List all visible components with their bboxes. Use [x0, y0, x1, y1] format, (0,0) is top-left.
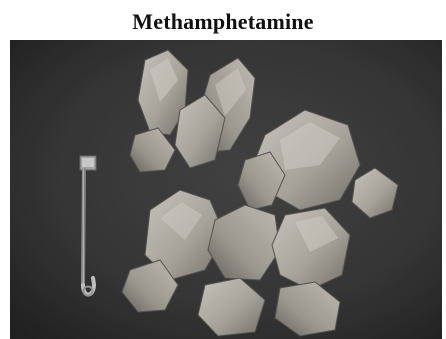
rock: [207, 204, 281, 281]
safety-pin-icon: [79, 155, 97, 297]
rock: [121, 259, 179, 313]
rock: [174, 94, 226, 169]
photo: [10, 40, 442, 339]
rock: [237, 151, 286, 211]
rock: [274, 281, 341, 337]
figure-title: Methamphetamine: [132, 9, 314, 34]
crystal-rocks: [121, 49, 399, 337]
rock: [197, 277, 266, 337]
photo-svg: [10, 40, 442, 339]
rock: [351, 167, 399, 219]
photo-vignette: [10, 40, 442, 339]
rock: [129, 127, 176, 173]
